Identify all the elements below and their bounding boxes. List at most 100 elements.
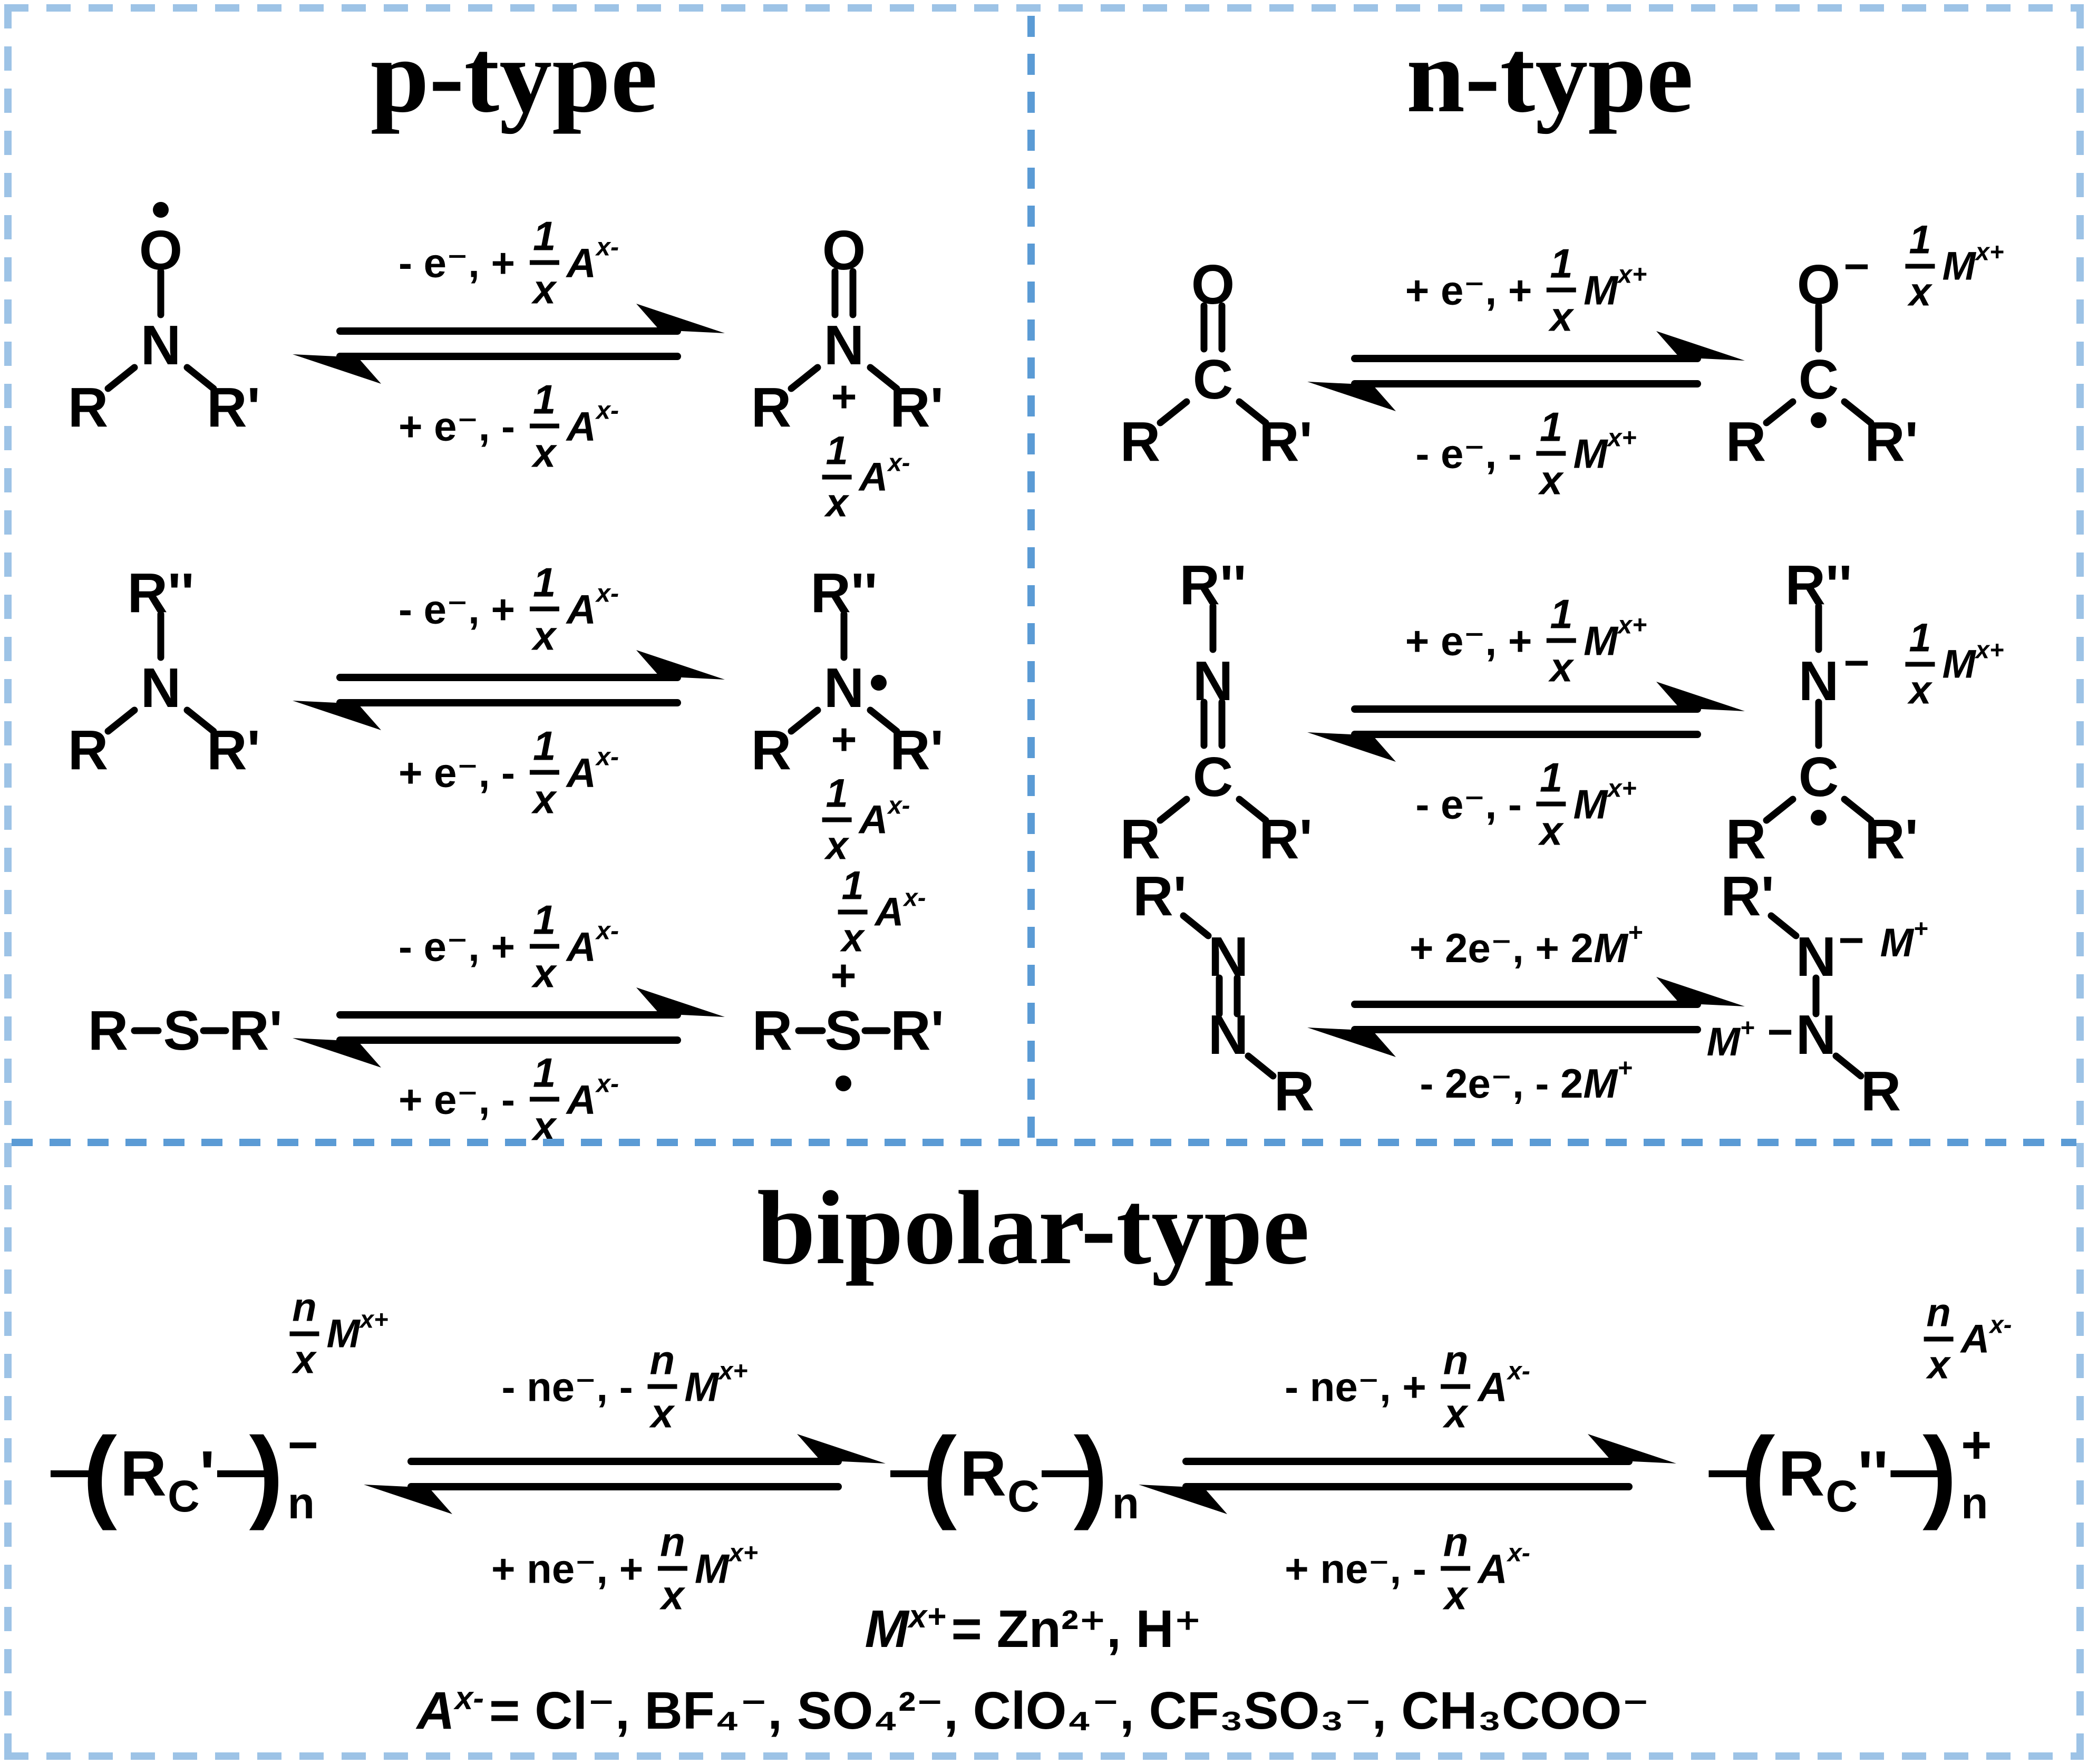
b1-forward-conditions: - ne⁻, - n x M x+	[502, 1340, 748, 1434]
n3-right-counter-cation-1: M +	[1880, 916, 1928, 963]
cation-superscript: x+	[1607, 423, 1637, 452]
polymer-bond	[217, 1470, 267, 1477]
p1-right-atom-N: N	[823, 314, 865, 376]
equilibrium-arrow-b2	[1139, 1434, 1676, 1514]
numerator: n	[1443, 1518, 1469, 1565]
p3-left-atom-S: S	[163, 1000, 201, 1062]
polymer-subscript-n: n	[1112, 1478, 1139, 1528]
numerator: 1	[1550, 590, 1573, 637]
charge-and-subscript: − n	[287, 1416, 319, 1528]
anion-superscript: x-	[904, 883, 926, 912]
condition-text: + e⁻, -	[398, 403, 527, 449]
denominator: x	[1909, 667, 1931, 713]
fraction-bar	[529, 423, 559, 429]
denominator: x	[533, 266, 556, 313]
panel-divider-horizontal	[12, 1139, 2076, 1146]
cation-superscript: +	[1617, 1053, 1633, 1082]
n1-right-atom-O: O	[1796, 254, 1841, 316]
cation-symbol: M	[1573, 430, 1608, 477]
n1-right-counter-cation: 1 x M x+	[1902, 220, 2004, 313]
numerator: n	[292, 1285, 317, 1330]
numerator: 1	[1550, 240, 1573, 287]
fraction-bar	[1924, 1336, 1954, 1342]
n1-left-atom-C: C	[1192, 348, 1234, 411]
polymer-subscript-n: n	[287, 1478, 315, 1528]
fraction-bar	[647, 1384, 677, 1389]
p2-left-atom-R: R	[67, 719, 109, 781]
polymer-charge: −	[287, 1416, 319, 1475]
n1-forward-conditions: + e⁻, + 1 x M x+	[1405, 243, 1647, 337]
fraction-bar	[822, 817, 852, 822]
anion-symbol: A	[859, 454, 888, 499]
anion-symbol: A	[566, 586, 597, 632]
condition-text: - ne⁻, +	[1285, 1363, 1438, 1410]
bonds-n3-left	[1180, 912, 1277, 1080]
condition-text: - ne⁻, -	[501, 1363, 645, 1410]
repeat-unit: R C ''	[1778, 1441, 1888, 1518]
anion-symbol: A	[1478, 1545, 1508, 1592]
b2-backward-conditions: + ne⁻, - n x A x-	[1285, 1521, 1530, 1616]
polymer-subscript-n: n	[1961, 1478, 1988, 1528]
denominator: x	[1927, 1342, 1950, 1388]
radical-dot	[153, 202, 169, 218]
b2-forward-conditions: - ne⁻, + n x A x-	[1285, 1340, 1530, 1434]
equilibrium-arrow-p2	[293, 650, 725, 730]
n3-left-atom-R: R	[1274, 1060, 1315, 1122]
p1-backward-conditions: + e⁻, - 1 x A x-	[399, 379, 619, 473]
anion-list: = Cl⁻, BF₄⁻, SO₄²⁻, ClO₄⁻, CF₃SO₃⁻, CH₃C…	[489, 1681, 1650, 1740]
anion-symbol: A	[566, 1076, 597, 1122]
equilibrium-arrow-n2	[1307, 682, 1745, 762]
n2-right-atom-N: N	[1798, 650, 1839, 712]
n2-right-atom-C: C	[1798, 746, 1839, 808]
p2-backward-conditions: + e⁻, - 1 x A x-	[399, 725, 619, 820]
cation-superscript: x+	[1618, 610, 1647, 639]
n3-left-atom-N2: N	[1208, 1004, 1249, 1066]
cation-superscript: x+	[1975, 237, 2004, 266]
p1-left-atom-N: N	[140, 314, 181, 376]
p2-left-atom-N: N	[140, 657, 181, 719]
anion-superscript: x-	[596, 742, 619, 771]
fraction: 1 x	[529, 1049, 559, 1147]
condition-text: - e⁻, +	[398, 923, 527, 970]
condition-text: + e⁻, +	[1405, 617, 1544, 664]
repeat-unit-sub: C	[168, 1471, 200, 1521]
cation-symbol: M	[1942, 642, 1976, 686]
anion-superscript: x-	[1507, 1538, 1530, 1567]
denominator: x	[826, 480, 848, 526]
condition-text: + e⁻, -	[398, 749, 527, 796]
fraction-bar	[1905, 662, 1935, 667]
fraction-bar	[529, 1097, 559, 1102]
p3-right-atom-R: R	[752, 1000, 793, 1062]
repeat-unit-prime: '	[199, 1438, 215, 1509]
p1-right-atom-R: R	[751, 376, 792, 439]
denominator: x	[1444, 1572, 1468, 1618]
denominator: x	[533, 949, 556, 996]
p3-left-atom-R: R	[88, 1000, 129, 1062]
denominator: x	[826, 823, 848, 868]
bonds-n2-right	[1763, 603, 1875, 824]
numerator: 1	[533, 559, 556, 606]
fraction: 1 x	[529, 899, 559, 996]
anion-symbol: A	[566, 239, 597, 286]
denominator: x	[533, 776, 556, 822]
denominator: x	[841, 915, 864, 961]
numerator: 1	[533, 1049, 556, 1096]
open-paren: (	[1741, 1416, 1775, 1531]
p2-right-atom-R3: R''	[810, 562, 878, 624]
bonds-p1-left	[104, 268, 217, 392]
numerator: n	[1926, 1290, 1951, 1335]
outer-border-bottom	[4, 1752, 2084, 1760]
fraction-bar	[1536, 801, 1566, 807]
p1-right-atom-O: O	[822, 219, 866, 282]
fraction: 1 x	[529, 216, 559, 313]
anion-symbol: A	[1478, 1363, 1508, 1410]
neutral-polymer-species: ( R C ) n	[890, 1422, 1139, 1528]
polymer-bond	[1890, 1470, 1941, 1477]
close-paren: )	[1922, 1416, 1957, 1531]
fraction-bar	[657, 1566, 687, 1571]
equilibrium-arrow-p1	[293, 304, 725, 384]
cation-superscript: x+	[729, 1538, 759, 1567]
b1-backward-conditions: + ne⁻, + n x M x+	[491, 1521, 758, 1616]
fraction: 1 x	[529, 725, 559, 822]
cation-symbol: M	[1942, 244, 1976, 288]
